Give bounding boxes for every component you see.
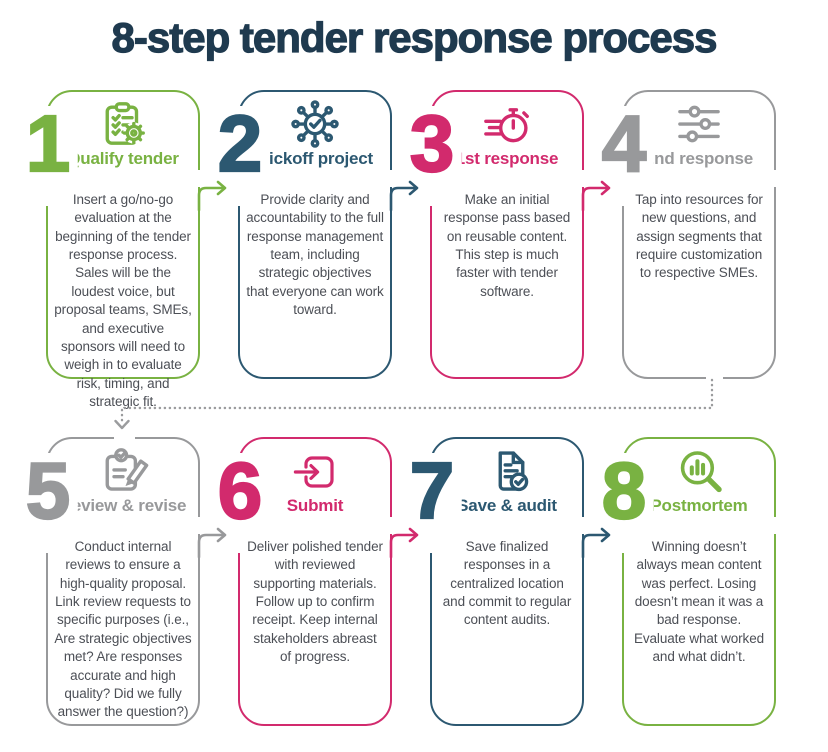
step-number: 1 — [18, 102, 78, 185]
border-gap — [387, 517, 394, 534]
border-gap — [579, 170, 586, 187]
sliders-icon — [624, 97, 774, 151]
flow-arrow-7-8-icon — [581, 527, 611, 559]
step-title: 2nd response — [644, 149, 754, 168]
step-title: Kickoff project — [256, 149, 374, 168]
step-title: Postmortem — [650, 496, 748, 515]
border-gap — [44, 182, 51, 206]
step-title: Review & revise — [59, 496, 187, 515]
flow-arrow-3-4-icon — [581, 180, 611, 212]
step-description: Deliver polished tender with reviewed su… — [247, 539, 383, 665]
border-gap — [236, 182, 243, 206]
border-gap — [620, 529, 627, 553]
step-card-qualify-tender: Qualify tender 1 Insert a go/no-go evalu… — [18, 90, 202, 409]
step-number: 7 — [402, 449, 462, 532]
border-gap — [114, 435, 135, 442]
step-number: 4 — [594, 102, 654, 185]
border-gap — [620, 182, 627, 206]
border-gap — [44, 529, 51, 553]
flow-arrow-6-7-icon — [389, 527, 419, 559]
border-gap — [771, 170, 778, 187]
step-description: Conduct internal reviews to ensure a hig… — [54, 539, 192, 720]
border-gap — [706, 374, 723, 381]
step-title: Save & audit — [457, 496, 557, 515]
step-card-postmortem: Postmortem 8 Winning doesn’t always mean… — [594, 437, 778, 726]
clipboard-checklist-icon — [48, 97, 198, 151]
step-description: Winning doesn’t always mean content was … — [633, 539, 765, 665]
border-gap — [771, 517, 778, 534]
step-card-review-revise: Review & revise 5 Conduct internal revie… — [18, 435, 202, 726]
step-card-2nd-response: 2nd response 4 Tap into resources for ne… — [594, 90, 778, 381]
step-number: 3 — [402, 102, 462, 185]
step-description: Provide clarity and accountability to th… — [246, 192, 384, 318]
border-gap — [428, 182, 435, 206]
document-check-icon — [432, 444, 582, 498]
border-gap — [428, 529, 435, 553]
page-title: 8-step tender response process — [111, 13, 718, 61]
border-gap — [387, 170, 394, 187]
step-card-1st-response: 1st response 3 Make an initial response … — [402, 90, 586, 379]
flow-arrow-1-2-icon — [197, 180, 227, 212]
step-number: 6 — [210, 449, 270, 532]
flow-arrow-2-3-icon — [389, 180, 419, 212]
step-description: Insert a go/no-go evaluation at the begi… — [54, 192, 192, 409]
border-gap — [236, 529, 243, 553]
step-number: 8 — [594, 449, 654, 532]
network-check-icon — [240, 97, 390, 151]
step-description: Make an initial response pass based on r… — [443, 192, 571, 299]
dotted-connector-4-5-icon — [114, 378, 714, 430]
border-gap — [195, 517, 202, 534]
step-description: Tap into resources for new questions, an… — [635, 192, 763, 281]
stopwatch-speed-icon — [432, 97, 582, 151]
step-description: Save finalized responses in a centralize… — [442, 539, 572, 628]
submit-arrow-icon — [240, 448, 390, 496]
step-card-save-audit: Save & audit 7 Save finalized responses … — [402, 437, 586, 726]
magnifier-chart-icon — [624, 444, 774, 498]
step-card-submit: Submit 6 Deliver polished tender with re… — [210, 437, 394, 726]
step-title: Submit — [286, 496, 344, 515]
border-gap — [195, 170, 202, 187]
review-pencil-icon — [48, 444, 198, 498]
step-number: 5 — [18, 449, 78, 532]
flow-arrow-5-6-icon — [197, 527, 227, 559]
step-title: 1st response — [455, 149, 559, 168]
step-number: 2 — [210, 102, 270, 185]
border-gap — [579, 517, 586, 534]
step-title: Qualify tender — [67, 149, 179, 168]
step-card-kickoff-project: Kickoff project 2 Provide clarity and ac… — [210, 90, 394, 379]
